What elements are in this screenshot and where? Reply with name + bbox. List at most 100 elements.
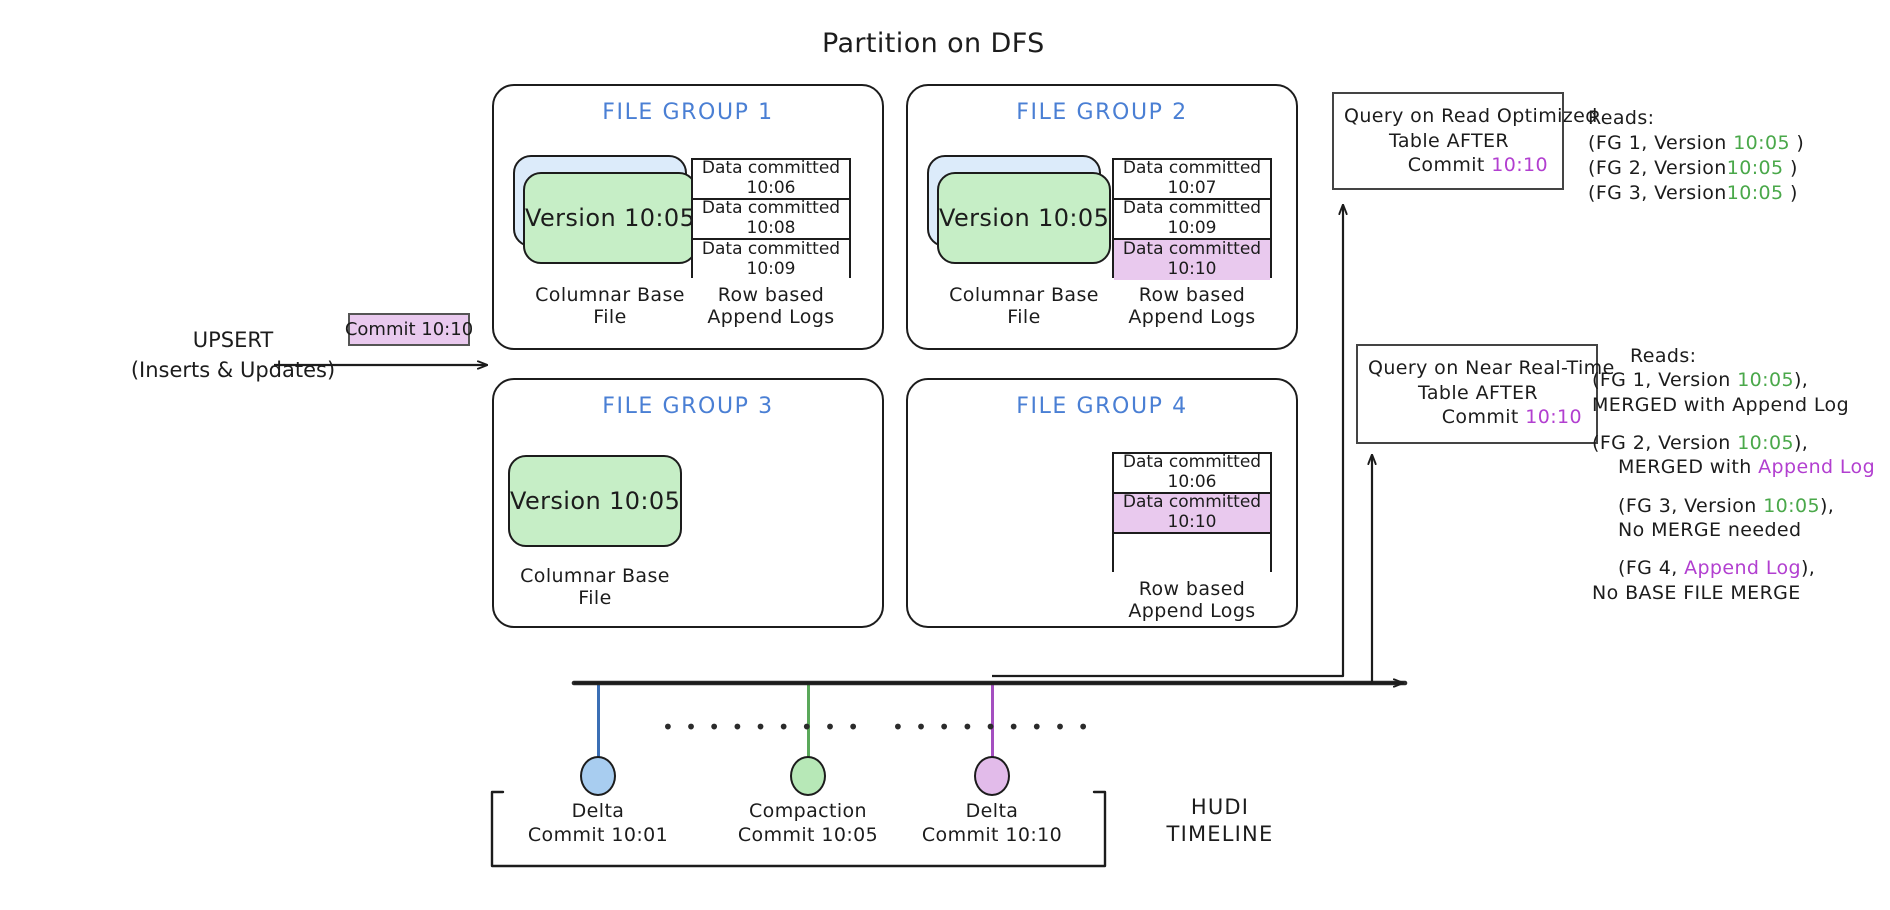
query-ro-commit-value: 10:10 [1491, 154, 1548, 177]
fg4-append-log-caption: Row based Append Logs [1128, 578, 1256, 623]
reads-read-optimized: Reads: (FG 1, Version 10:05 ) (FG 2, Ver… [1588, 106, 1804, 206]
reads-ro-item-1: (FG 1, Version 10:05 ) [1588, 131, 1804, 156]
fg2-log-row-2-line1: Data committed [1122, 198, 1262, 219]
fg2-base-file-caption: Columnar Base File [949, 284, 1099, 329]
timeline-node-compaction-1005[interactable] [790, 756, 826, 796]
timeline-stem-2 [807, 683, 810, 760]
reads-nrt-item-4-purple: Append Log [1758, 456, 1876, 479]
query-ro-line2: Table AFTER [1389, 129, 1509, 152]
fg4-append-log-table: Data committed 10:06 Data committed 10:1… [1112, 452, 1272, 574]
fg4-log-row-1: Data committed 10:06 [1114, 452, 1270, 494]
fg2-base-file-version: Version 10:05 [939, 204, 1110, 232]
fg2-log-row-1-line2: 10:07 [1167, 178, 1217, 198]
reads-nrt-item-4-prefix: MERGED with [1618, 456, 1759, 479]
reads-nrt-item-2: MERGED with Append Log [1592, 393, 1850, 416]
file-group-2-label: FILE GROUP 2 [1016, 100, 1188, 125]
query-nrt-commit-label: Commit [1441, 406, 1526, 429]
reads-ro-item-1-value: 10:05 [1733, 132, 1790, 155]
timeline-node-delta-1001[interactable] [580, 756, 616, 796]
fg1-log-row-2-line1: Data committed [701, 198, 841, 219]
reads-ro-heading: Reads: [1588, 107, 1655, 129]
fg4-log-row-2-line1: Data committed [1122, 492, 1262, 513]
timeline-ellipsis-2: • • • • • • • • • [892, 715, 1092, 739]
query-nrt-line1: Query on Near Real-Time [1368, 357, 1615, 379]
fg2-base-file-front-card: Version 10:05 [937, 172, 1111, 264]
fg1-log-row-3: Data committed 10:09 [693, 240, 849, 280]
reads-nrt-item-3-value: 10:05 [1737, 431, 1794, 454]
fg2-append-log-table: Data committed 10:07 Data committed 10:0… [1112, 158, 1272, 280]
reads-ro-item-2-prefix: (FG 2, Version [1588, 157, 1727, 180]
fg1-log-row-1-line1: Data committed [701, 158, 841, 179]
timeline-stem-3 [991, 683, 994, 760]
timeline-caption-2: Compaction Commit 10:05 [737, 800, 879, 846]
connector-to-near-real-time-query [1343, 455, 1372, 685]
query-nrt-line3: Commit 10:10 [1368, 405, 1588, 430]
reads-near-real-time: Reads: (FG 1, Version 10:05), MERGED wit… [1592, 344, 1875, 605]
file-group-3-label: FILE GROUP 3 [602, 394, 774, 419]
fg1-append-log-table: Data committed 10:06 Data committed 10:0… [691, 158, 851, 280]
upsert-line2: (Inserts & Updates) [130, 358, 336, 383]
reads-ro-item-1-suffix: ) [1789, 132, 1805, 155]
reads-nrt-item-5-value: 10:05 [1763, 494, 1820, 517]
fg1-log-row-3-line1: Data committed [701, 239, 841, 260]
reads-ro-item-3: (FG 3, Version10:05 ) [1588, 181, 1804, 206]
query-ro-line3: Commit 10:10 [1344, 153, 1554, 178]
reads-nrt-item-5: (FG 3, Version 10:05), [1592, 494, 1875, 518]
reads-nrt-item-3-suffix: ), [1793, 431, 1809, 454]
reads-nrt-item-7-purple: Append Log [1684, 557, 1801, 580]
reads-nrt-item-1-prefix: (FG 1, Version [1592, 369, 1738, 392]
query-near-real-time-box[interactable]: Query on Near Real-Time Table AFTER Comm… [1356, 344, 1615, 444]
reads-ro-item-2-value: 10:05 [1726, 157, 1784, 180]
fg1-log-row-2: Data committed 10:08 [693, 198, 849, 240]
reads-nrt-item-7-prefix: (FG 4, [1618, 557, 1685, 580]
fg4-log-row-1-line1: Data committed [1122, 452, 1262, 473]
fg1-base-file-version: Version 10:05 [525, 204, 696, 232]
timeline-caption-3: Delta Commit 10:10 [921, 800, 1063, 846]
upsert-commit-badge: Commit 10:10 [345, 313, 473, 346]
fg1-log-row-1: Data committed 10:06 [693, 158, 849, 200]
file-group-4-label: FILE GROUP 4 [1016, 394, 1188, 419]
fg4-log-row-2: Data committed 10:10 [1114, 492, 1270, 534]
fg4-log-row-3-empty [1114, 534, 1270, 574]
fg2-log-row-3: Data committed 10:10 [1114, 240, 1270, 280]
fg2-log-row-3-line1: Data committed [1122, 239, 1262, 260]
fg2-log-row-2-line2: 10:09 [1167, 218, 1217, 238]
reads-nrt-item-7-suffix: ), [1800, 557, 1816, 580]
fg2-log-row-1-line1: Data committed [1122, 158, 1262, 179]
reads-nrt-heading: Reads: [1630, 345, 1697, 367]
reads-ro-item-2: (FG 2, Version10:05 ) [1588, 156, 1804, 181]
reads-ro-item-2-suffix: ) [1783, 157, 1798, 180]
query-nrt-line2: Table AFTER [1418, 381, 1538, 404]
reads-nrt-item-6: No MERGE needed [1618, 518, 1802, 541]
fg3-base-file-card: Version 10:05 [508, 455, 682, 547]
query-nrt-commit-value: 10:10 [1525, 406, 1582, 429]
reads-nrt-item-7: (FG 4, Append Log), [1592, 556, 1875, 580]
reads-ro-item-3-suffix: ) [1783, 182, 1798, 205]
upsert-line1: UPSERT [192, 328, 274, 352]
fg1-log-row-1-line2: 10:06 [746, 178, 796, 198]
fg2-log-row-3-line2: 10:10 [1167, 259, 1217, 279]
timeline-node-delta-1010[interactable] [974, 756, 1010, 796]
query-ro-commit-label: Commit [1407, 154, 1492, 177]
fg3-base-file-version: Version 10:05 [510, 487, 681, 515]
fg2-append-log-caption: Row based Append Logs [1128, 284, 1256, 329]
reads-ro-item-3-value: 10:05 [1726, 182, 1784, 205]
timeline-ellipsis-1: • • • • • • • • • [662, 715, 862, 739]
reads-ro-item-1-prefix: (FG 1, Version [1588, 132, 1734, 155]
reads-nrt-item-5-prefix: (FG 3, Version [1618, 494, 1764, 517]
timeline-caption-1: Delta Commit 10:01 [527, 800, 669, 846]
fg2-log-row-1: Data committed 10:07 [1114, 158, 1270, 200]
fg1-log-row-2-line2: 10:08 [746, 218, 796, 238]
reads-nrt-item-1: (FG 1, Version 10:05), [1592, 368, 1875, 392]
reads-ro-item-3-prefix: (FG 3, Version [1588, 182, 1727, 205]
reads-nrt-item-1-value: 10:05 [1737, 369, 1794, 392]
query-read-optimized-box[interactable]: Query on Read Optimized Table AFTER Comm… [1332, 92, 1597, 190]
fg1-append-log-caption: Row based Append Logs [707, 284, 835, 329]
upsert-label: UPSERT (Inserts & Updates) [108, 325, 358, 386]
fg4-log-row-1-line2: 10:06 [1167, 472, 1217, 492]
fg1-base-file-front-card: Version 10:05 [523, 172, 697, 264]
reads-nrt-item-4: MERGED with Append Log [1592, 455, 1875, 479]
reads-nrt-item-5-suffix: ), [1819, 494, 1835, 517]
fg2-log-row-2: Data committed 10:09 [1114, 198, 1270, 240]
